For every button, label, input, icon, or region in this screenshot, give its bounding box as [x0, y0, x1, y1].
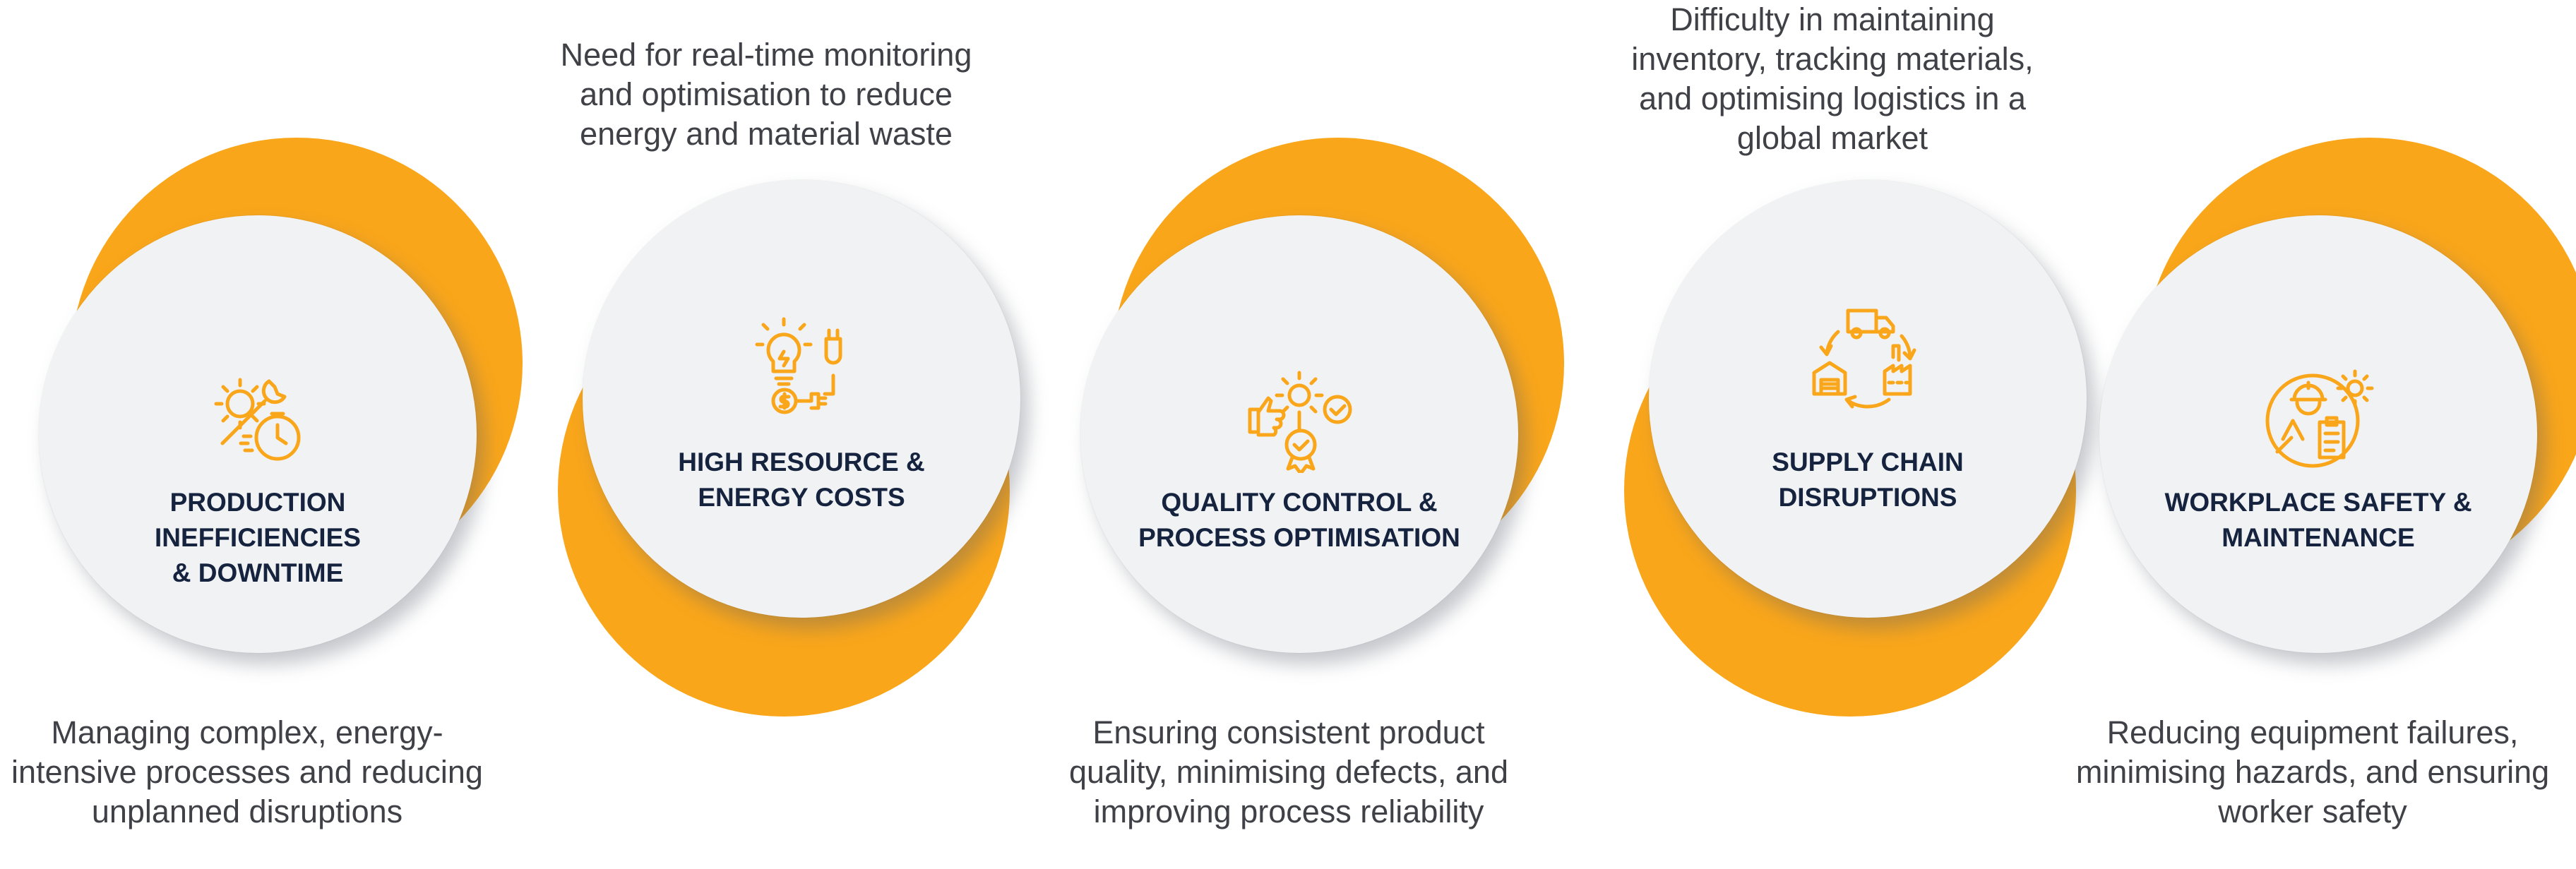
truck-warehouse-factory-cycle-icon: [1811, 304, 1924, 416]
challenge-disc: HIGH RESOURCE & ENERGY COSTS: [583, 180, 1020, 618]
challenge-title: HIGH RESOURCE & ENERGY COSTS: [678, 448, 925, 512]
challenge-description: Managing complex, energy- intensive proc…: [11, 714, 483, 829]
challenge-workplace-safety: WORKPLACE SAFETY & MAINTENANCE Reducing …: [2065, 0, 2576, 869]
challenge-quality-control: QUALITY CONTROL & PROCESS OPTIMISATION E…: [1042, 0, 1564, 869]
challenge-description: Need for real-time monitoring and optimi…: [560, 37, 972, 152]
challenge-title: SUPPLY CHAIN DISRUPTIONS: [1772, 448, 1964, 512]
challenge-title: QUALITY CONTROL & PROCESS OPTIMISATION: [1138, 488, 1460, 552]
challenge-title: WORKPLACE SAFETY & MAINTENANCE: [2164, 488, 2472, 552]
worker-clipboard-gear-icon: [2262, 360, 2375, 473]
challenge-supply-chain: Difficulty in maintaining inventory, tra…: [1585, 0, 2087, 869]
bulb-plug-dollar-icon: [745, 311, 858, 424]
challenge-disc: PRODUCTION INEFFICIENCIES & DOWNTIME: [39, 215, 477, 653]
challenge-disc: SUPPLY CHAIN DISRUPTIONS: [1649, 180, 2087, 618]
challenge-production: PRODUCTION INEFFICIENCIES & DOWNTIME Man…: [0, 0, 523, 869]
challenge-description: Reducing equipment failures, minimising …: [2075, 714, 2550, 829]
wrench-gear-stopwatch-icon: [201, 360, 314, 473]
challenge-description: Ensuring consistent product quality, min…: [1069, 714, 1508, 829]
challenge-disc: WORKPLACE SAFETY & MAINTENANCE: [2099, 215, 2537, 653]
challenge-description: Difficulty in maintaining inventory, tra…: [1631, 1, 2034, 156]
challenge-disc: QUALITY CONTROL & PROCESS OPTIMISATION: [1080, 215, 1518, 653]
challenge-title: PRODUCTION INEFFICIENCIES & DOWNTIME: [155, 488, 361, 587]
challenge-resource-costs: Need for real-time monitoring and optimi…: [519, 0, 1020, 869]
thumbsup-gear-badge-icon: [1243, 360, 1356, 473]
